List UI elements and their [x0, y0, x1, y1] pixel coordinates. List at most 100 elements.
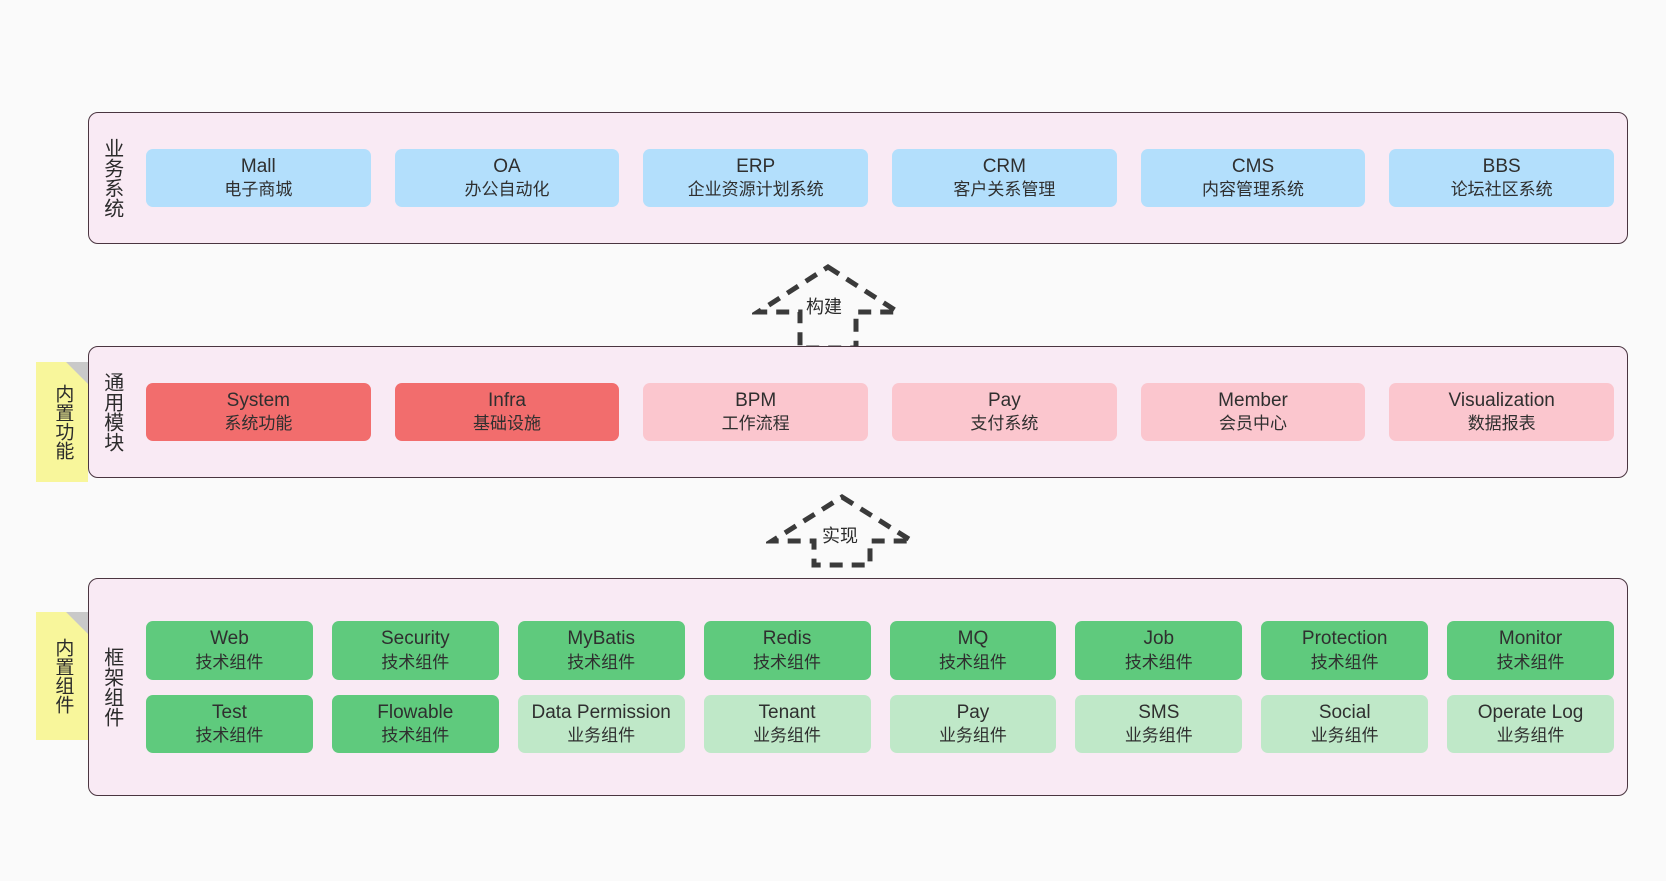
card-social[interactable]: Social 业务组件: [1261, 694, 1429, 753]
card-crm-subtitle: 客户关系管理: [953, 180, 1056, 200]
card-infra-subtitle: 基础设施: [473, 414, 541, 434]
card-cms-title: CMS: [1231, 155, 1275, 177]
note-fold-corner-icon-2: [66, 612, 88, 634]
card-visualization-title: Visualization: [1448, 389, 1555, 411]
arrow-implement-label: 实现: [820, 522, 860, 548]
card-social-title: Social: [1318, 701, 1371, 723]
card-protection-subtitle: 技术组件: [1310, 652, 1379, 672]
card-web-title: Web: [210, 628, 249, 650]
business-card-row: Mall 电子商城 OA 办公自动化 ERP 企业资源计划系统 CRM 客户关系…: [146, 148, 1615, 208]
card-pay-module[interactable]: Pay 支付系统: [892, 382, 1117, 442]
card-web-subtitle: 技术组件: [195, 652, 264, 672]
layer-title-framework: 框架组件: [100, 647, 123, 727]
card-infra-title: Infra: [487, 389, 527, 411]
card-protection[interactable]: Protection 技术组件: [1261, 621, 1429, 680]
arrow-build-icon: [749, 264, 907, 351]
card-pay-component[interactable]: Pay 业务组件: [889, 694, 1057, 753]
card-cms[interactable]: CMS 内容管理系统: [1140, 148, 1366, 208]
card-system-subtitle: 系统功能: [224, 414, 293, 434]
card-data-permission-title: Data Permission: [531, 701, 671, 723]
layer-business-systems: 业务系统 Mall 电子商城 OA 办公自动化 ERP 企业资源计划系统 CRM: [88, 112, 1628, 244]
card-data-permission-subtitle: 业务组件: [567, 725, 636, 745]
card-system[interactable]: System 系统功能: [146, 382, 371, 442]
card-test-title: Test: [212, 701, 247, 723]
card-system-title: System: [226, 389, 291, 411]
card-test[interactable]: Test 技术组件: [146, 694, 313, 753]
card-pay-component-subtitle: 业务组件: [938, 725, 1007, 745]
card-mall[interactable]: Mall 电子商城: [146, 148, 371, 208]
card-sms[interactable]: SMS 业务组件: [1075, 694, 1243, 753]
arrow-implement-icon: [763, 494, 921, 568]
card-mybatis[interactable]: MyBatis 技术组件: [517, 621, 685, 680]
card-mq-title: MQ: [957, 628, 989, 650]
layer-common-modules: 通用模块 System 系统功能 Infra 基础设施 BPM 工作流程 Pay: [88, 346, 1628, 478]
note-builtin-components: 内置组件: [36, 612, 88, 740]
card-erp-title: ERP: [736, 155, 776, 177]
card-pay-module-title: Pay: [987, 389, 1021, 411]
note-fold-corner-icon: [66, 362, 88, 384]
note-builtin-features-label: 内置功能: [52, 384, 74, 460]
card-flowable-subtitle: 技术组件: [381, 725, 450, 745]
card-monitor-title: Monitor: [1498, 628, 1563, 650]
card-operate-log-title: Operate Log: [1477, 701, 1584, 723]
card-pay-module-subtitle: 支付系统: [970, 414, 1039, 434]
card-web[interactable]: Web 技术组件: [146, 621, 313, 680]
card-tenant[interactable]: Tenant 业务组件: [703, 694, 871, 753]
card-operate-log[interactable]: Operate Log 业务组件: [1447, 694, 1614, 753]
card-visualization[interactable]: Visualization 数据报表: [1389, 382, 1615, 442]
card-tenant-title: Tenant: [758, 701, 816, 723]
card-visualization-subtitle: 数据报表: [1467, 414, 1536, 434]
card-member-subtitle: 会员中心: [1219, 414, 1288, 434]
card-erp[interactable]: ERP 企业资源计划系统: [643, 148, 869, 208]
card-sms-subtitle: 业务组件: [1124, 725, 1193, 745]
card-mall-title: Mall: [240, 155, 276, 177]
card-member-title: Member: [1218, 389, 1288, 411]
card-bbs[interactable]: BBS 论坛社区系统: [1389, 148, 1615, 208]
card-erp-subtitle: 企业资源计划系统: [687, 180, 824, 200]
card-bpm-title: BPM: [735, 389, 777, 411]
card-bbs-subtitle: 论坛社区系统: [1450, 180, 1553, 200]
card-data-permission[interactable]: Data Permission 业务组件: [517, 694, 685, 753]
note-builtin-components-label: 内置组件: [52, 638, 74, 714]
card-flowable-title: Flowable: [377, 701, 454, 723]
arrow-build-wrap: 构建: [749, 262, 907, 352]
card-bpm-subtitle: 工作流程: [721, 414, 790, 434]
card-operate-log-subtitle: 业务组件: [1496, 725, 1565, 745]
card-redis-subtitle: 技术组件: [753, 652, 822, 672]
common-card-row: System 系统功能 Infra 基础设施 BPM 工作流程 Pay 支付系统…: [146, 382, 1615, 442]
card-mybatis-subtitle: 技术组件: [567, 652, 636, 672]
card-security-subtitle: 技术组件: [381, 652, 450, 672]
card-monitor[interactable]: Monitor 技术组件: [1447, 621, 1614, 680]
arrow-build-label: 构建: [804, 293, 844, 319]
card-crm[interactable]: CRM 客户关系管理: [892, 148, 1117, 208]
card-member[interactable]: Member 会员中心: [1140, 382, 1366, 442]
card-oa[interactable]: OA 办公自动化: [394, 148, 620, 208]
card-job-title: Job: [1143, 628, 1175, 650]
card-crm-title: CRM: [982, 155, 1026, 177]
card-security[interactable]: Security 技术组件: [331, 621, 499, 680]
card-security-title: Security: [380, 628, 450, 650]
card-job-subtitle: 技术组件: [1124, 652, 1193, 672]
framework-card-grid: Web 技术组件 Security 技术组件 MyBatis 技术组件 Redi…: [133, 579, 1627, 795]
card-pay-component-title: Pay: [956, 701, 990, 723]
card-redis[interactable]: Redis 技术组件: [703, 621, 871, 680]
card-oa-subtitle: 办公自动化: [464, 180, 550, 200]
common-card-grid: System 系统功能 Infra 基础设施 BPM 工作流程 Pay 支付系统…: [133, 347, 1627, 477]
card-redis-title: Redis: [762, 628, 812, 650]
card-infra[interactable]: Infra 基础设施: [394, 382, 620, 442]
card-mq[interactable]: MQ 技术组件: [889, 621, 1057, 680]
card-flowable[interactable]: Flowable 技术组件: [331, 694, 499, 753]
card-cms-subtitle: 内容管理系统: [1202, 180, 1305, 200]
card-test-subtitle: 技术组件: [195, 725, 264, 745]
framework-card-row-biz: Test 技术组件 Flowable 技术组件 Data Permission …: [146, 694, 1614, 753]
card-mybatis-title: MyBatis: [567, 628, 635, 650]
framework-card-row-tech: Web 技术组件 Security 技术组件 MyBatis 技术组件 Redi…: [146, 621, 1614, 680]
card-bbs-title: BBS: [1482, 155, 1521, 177]
card-oa-title: OA: [493, 155, 521, 177]
arrow-implement-wrap: 实现: [763, 493, 921, 569]
card-bpm[interactable]: BPM 工作流程: [643, 382, 869, 442]
card-protection-title: Protection: [1301, 628, 1388, 650]
card-job[interactable]: Job 技术组件: [1075, 621, 1243, 680]
layer-title-business: 业务系统: [100, 138, 123, 218]
